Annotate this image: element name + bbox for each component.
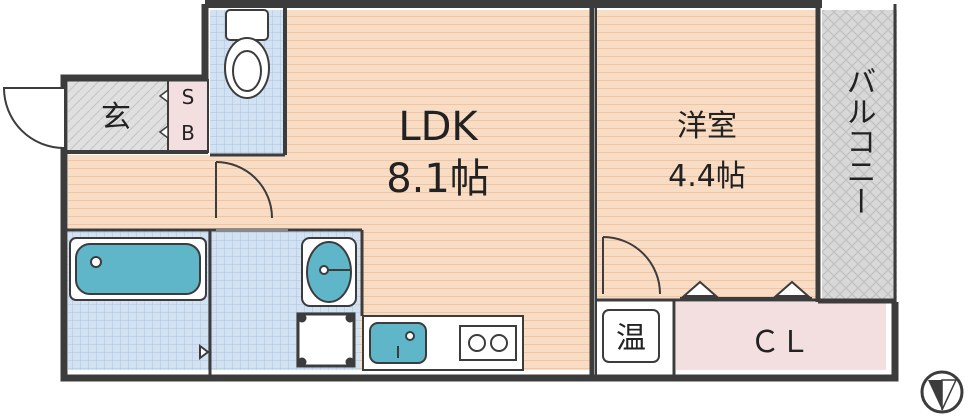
hall-door (215, 161, 273, 219)
wash-basin (301, 237, 357, 307)
shoebox-label-bottom: B (181, 121, 195, 145)
bathtub (69, 237, 207, 301)
walls (60, 0, 899, 382)
kitchen-sink (369, 322, 427, 364)
closet-label: ＣＬ (750, 325, 810, 360)
closet-doors (680, 280, 812, 299)
entrance-label: 玄 (101, 100, 131, 135)
western-room-floor (596, 10, 818, 300)
closet-floor (676, 302, 886, 370)
bathroom-door (199, 300, 211, 360)
ldk-size: 8.1帖 (386, 156, 490, 202)
shoebox-label-top: S (182, 85, 195, 109)
north-arrow-icon (920, 370, 964, 414)
entrance-floor (68, 80, 168, 152)
water-heater-box: 温 (602, 309, 660, 363)
shoebox-door-marks (158, 88, 169, 140)
water-heater-label: 温 (616, 321, 646, 356)
ldk-name: LDK (398, 104, 479, 150)
western-room-size: 4.4帖 (668, 159, 746, 194)
stove (459, 325, 517, 361)
toilet (224, 9, 270, 99)
washing-machine-pan (296, 312, 356, 368)
entrance-door (2, 87, 65, 149)
balcony-label: バルコニー (841, 66, 876, 216)
balcony-floor (822, 10, 897, 302)
western-door (602, 236, 661, 295)
shoebox (167, 79, 209, 153)
hall-floor (68, 155, 288, 230)
ventilation-dots (216, 229, 288, 232)
western-room-name: 洋室 (677, 109, 737, 144)
